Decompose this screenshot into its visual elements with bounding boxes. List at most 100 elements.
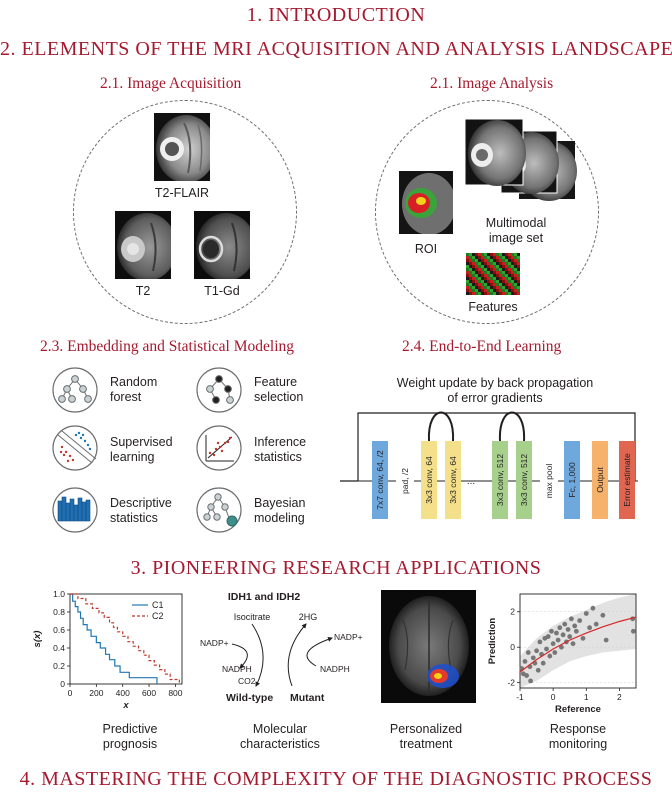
feature-cell xyxy=(502,292,505,295)
feature-cell xyxy=(481,268,484,271)
feature-cell xyxy=(484,283,487,286)
feature-cell xyxy=(502,259,505,262)
acquisition-circle xyxy=(73,100,297,324)
feature-cell xyxy=(505,256,508,259)
feature-cell xyxy=(511,286,514,289)
feature-cell xyxy=(508,262,511,265)
feature-cell xyxy=(484,253,487,256)
feature-cell xyxy=(493,280,496,283)
mutant-label: Mutant xyxy=(290,692,325,704)
feature-cell xyxy=(481,280,484,283)
inference-statistics-line2: statistics xyxy=(254,450,302,464)
feature-cell xyxy=(499,253,502,256)
feature-cell xyxy=(478,274,481,277)
km-y-tick-label: 1.0 xyxy=(53,589,65,599)
feature-cell xyxy=(466,271,469,274)
feature-cell xyxy=(496,289,499,292)
cnn-layer-block xyxy=(564,441,580,519)
scatter-point xyxy=(528,678,534,684)
feature-cell xyxy=(487,253,490,256)
feature-cell xyxy=(490,286,493,289)
feature-selection-line2: selection xyxy=(254,390,304,404)
skip-connection-1 xyxy=(427,411,455,442)
km-x-tick-label: 600 xyxy=(142,688,156,698)
feature-cell xyxy=(493,283,496,286)
scatter-point xyxy=(603,637,609,643)
roi-segmentation-image xyxy=(399,171,456,235)
feature-cell xyxy=(502,280,505,283)
cnn-layer-label: 7x7 conv, 64, /2 xyxy=(375,450,385,510)
section-heading-applications: 3. PIONEERING RESEARCH APPLICATIONS xyxy=(130,557,542,579)
feature-cell xyxy=(487,262,490,265)
feature-cell xyxy=(505,277,508,280)
feature-cell xyxy=(490,268,493,271)
feature-cell xyxy=(466,274,469,277)
feature-cell xyxy=(499,280,502,283)
feature-cell xyxy=(481,259,484,262)
scatter-point xyxy=(562,621,568,627)
scatter-x-axis-label: Reference xyxy=(555,704,601,715)
scatter-point xyxy=(583,611,589,616)
feature-cell xyxy=(505,274,508,277)
scatter-point xyxy=(559,644,564,650)
section-heading-elements: 2. ELEMENTS OF THE MRI ACQUISITION AND A… xyxy=(0,38,672,60)
feature-cell xyxy=(514,262,517,265)
feature-cell xyxy=(484,292,487,295)
feature-cell xyxy=(478,262,481,265)
feature-cell xyxy=(487,283,490,286)
feature-cell xyxy=(475,262,478,265)
scatter-point xyxy=(577,618,583,624)
feature-cell xyxy=(502,268,505,271)
feature-cell xyxy=(469,277,472,280)
scatter-point xyxy=(600,612,606,618)
feature-cell xyxy=(496,259,499,262)
feature-cell xyxy=(511,262,514,265)
feature-cell xyxy=(490,271,493,274)
feature-cell xyxy=(511,292,514,295)
feature-cell xyxy=(472,268,475,271)
feature-cell xyxy=(499,271,502,274)
feature-cell xyxy=(496,262,499,265)
section-heading-introduction: 1. INTRODUCTION xyxy=(246,4,426,26)
feature-cell xyxy=(487,256,490,259)
feature-cell xyxy=(502,256,505,259)
cnn-layer-label: pad, /2 xyxy=(400,468,410,494)
feature-cell xyxy=(466,259,469,262)
feature-cell xyxy=(478,271,481,274)
cnn-layer-block xyxy=(619,441,635,519)
feature-cell xyxy=(517,259,520,262)
random-forest-icon xyxy=(52,367,98,413)
feature-cell xyxy=(514,253,517,256)
feature-cell xyxy=(490,292,493,295)
km-y-tick-label: 0 xyxy=(60,679,65,689)
feature-cell xyxy=(475,268,478,271)
feature-cell xyxy=(472,271,475,274)
feature-cell xyxy=(475,283,478,286)
scatter-point xyxy=(554,630,559,636)
treatment-label-line1: Personalized xyxy=(389,722,463,736)
cnn-layer-label: 3x3 conv, 64 xyxy=(448,456,458,504)
feature-cell xyxy=(511,253,514,256)
feature-cell xyxy=(487,280,490,283)
feature-cell xyxy=(517,283,520,286)
scatter-point xyxy=(552,650,558,655)
feature-cell xyxy=(517,265,520,268)
scatter-point xyxy=(524,673,530,678)
feature-cell xyxy=(490,265,493,268)
feature-cell xyxy=(514,271,517,274)
nadp-left-label: NADP+ xyxy=(200,638,229,648)
km-plot-frame xyxy=(69,593,183,685)
feature-cell xyxy=(502,286,505,289)
feature-cell xyxy=(490,274,493,277)
feature-cell xyxy=(466,289,469,292)
feature-cell xyxy=(490,277,493,280)
feature-cell xyxy=(508,256,511,259)
multimodal-image-stack xyxy=(464,113,577,203)
cnn-layer-label: 3x3 conv, 64 xyxy=(424,456,434,504)
feature-cell xyxy=(499,262,502,265)
feature-cell xyxy=(478,268,481,271)
feature-cell xyxy=(496,277,499,280)
feature-cell xyxy=(496,256,499,259)
feature-cell xyxy=(472,265,475,268)
